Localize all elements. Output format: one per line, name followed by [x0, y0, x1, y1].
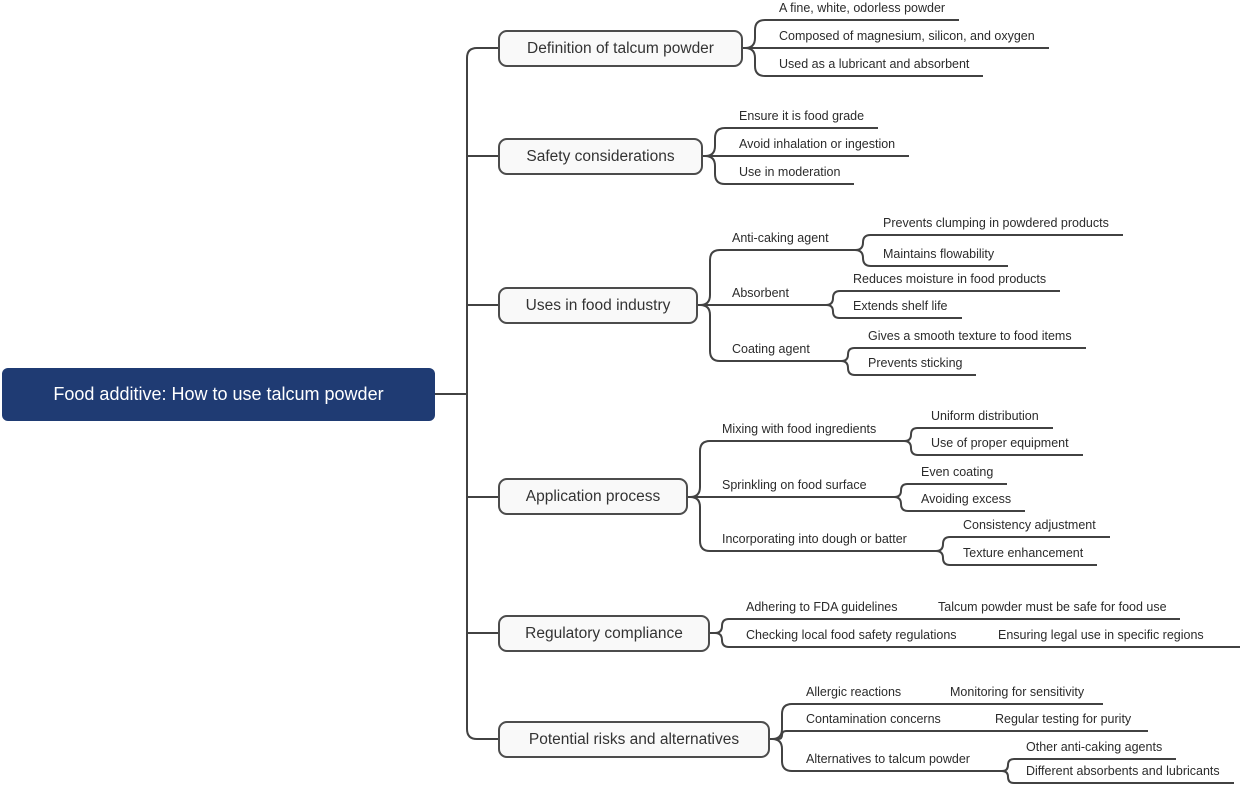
node-contamination[interactable]: Contamination concerns [806, 712, 941, 726]
node-alternatives[interactable]: Alternatives to talcum powder [792, 752, 1000, 772]
node-allergic-reactions[interactable]: Allergic reactions [806, 685, 902, 699]
leaf-flowability[interactable]: Maintains flowability [873, 247, 1009, 267]
node-uses[interactable]: Uses in food industry [498, 287, 698, 324]
leaf-smooth-texture[interactable]: Gives a smooth texture to food items [858, 329, 1086, 349]
row-contamination: Contamination concerns Regular testing f… [792, 712, 1148, 732]
leaf-other-agents[interactable]: Other anti-caking agents [1018, 740, 1177, 760]
node-risks[interactable]: Potential risks and alternatives [498, 721, 770, 758]
leaf-equipment[interactable]: Use of proper equipment [921, 436, 1083, 456]
node-sprinkling[interactable]: Sprinkling on food surface [710, 478, 893, 498]
leaf-moderation[interactable]: Use in moderation [725, 165, 855, 185]
leaf-clumping[interactable]: Prevents clumping in powdered products [873, 216, 1123, 236]
leaf-food-grade[interactable]: Ensure it is food grade [725, 109, 879, 129]
leaf-moisture[interactable]: Reduces moisture in food products [843, 272, 1061, 292]
root-node[interactable]: Food additive: How to use talcum powder [2, 368, 435, 421]
leaf-avoiding-excess[interactable]: Avoiding excess [911, 492, 1026, 512]
node-absorbent[interactable]: Absorbent [720, 286, 825, 306]
leaf-composition[interactable]: Composed of magnesium, silicon, and oxyg… [765, 29, 1049, 49]
node-safety[interactable]: Safety considerations [498, 138, 703, 175]
leaf-purity-testing[interactable]: Regular testing for purity [995, 712, 1132, 726]
leaf-lubricant[interactable]: Used as a lubricant and absorbent [765, 57, 984, 77]
leaf-shelf-life[interactable]: Extends shelf life [843, 299, 962, 319]
node-coating[interactable]: Coating agent [720, 342, 840, 362]
node-local-regulations[interactable]: Checking local food safety regulations [746, 628, 957, 642]
leaf-fine-powder[interactable]: A fine, white, odorless powder [765, 1, 960, 21]
leaf-even-coating[interactable]: Even coating [911, 465, 1008, 485]
node-definition[interactable]: Definition of talcum powder [498, 30, 743, 67]
node-application[interactable]: Application process [498, 478, 688, 515]
node-incorporating[interactable]: Incorporating into dough or batter [710, 532, 935, 552]
leaf-absorbents-lubricants[interactable]: Different absorbents and lubricants [1018, 764, 1234, 784]
leaf-inhalation[interactable]: Avoid inhalation or ingestion [725, 137, 910, 157]
leaf-consistency[interactable]: Consistency adjustment [953, 518, 1110, 538]
row-local-regulations: Checking local food safety regulations E… [732, 628, 1240, 648]
leaf-uniform[interactable]: Uniform distribution [921, 409, 1053, 429]
node-fda-guidelines[interactable]: Adhering to FDA guidelines [746, 600, 898, 614]
row-fda: Adhering to FDA guidelines Talcum powder… [732, 600, 1180, 620]
node-regulatory[interactable]: Regulatory compliance [498, 615, 710, 652]
leaf-sticking[interactable]: Prevents sticking [858, 356, 977, 376]
node-anti-caking[interactable]: Anti-caking agent [720, 231, 855, 251]
node-mixing[interactable]: Mixing with food ingredients [710, 422, 903, 442]
leaf-texture-enhancement[interactable]: Texture enhancement [953, 546, 1098, 566]
row-allergic: Allergic reactions Monitoring for sensit… [792, 685, 1103, 705]
leaf-legal-use[interactable]: Ensuring legal use in specific regions [998, 628, 1204, 642]
leaf-monitoring[interactable]: Monitoring for sensitivity [950, 685, 1085, 699]
leaf-fda-safe[interactable]: Talcum powder must be safe for food use [938, 600, 1167, 614]
